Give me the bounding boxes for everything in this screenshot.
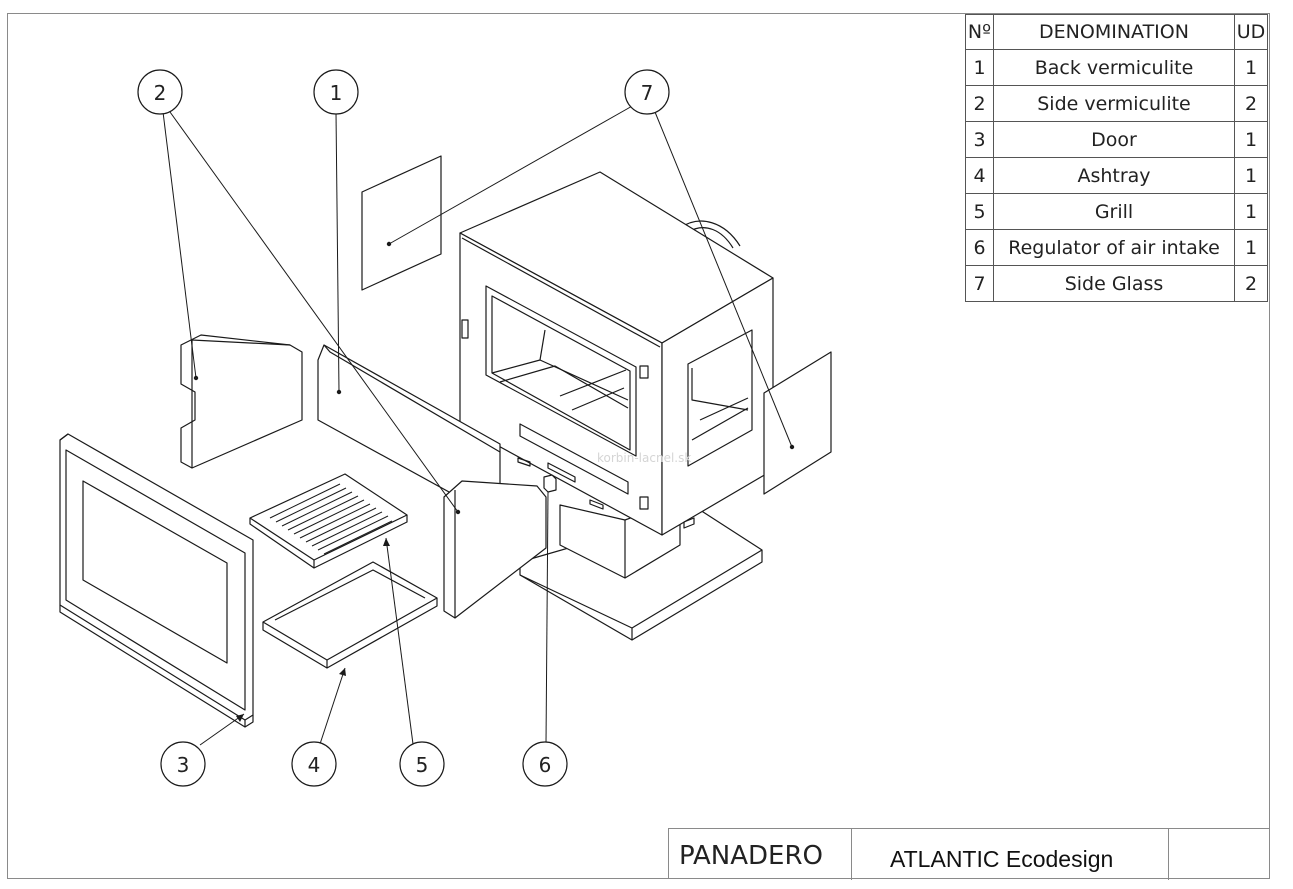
hinge-bolt — [639, 365, 649, 379]
row-quantity: 2 — [1234, 85, 1268, 122]
svg-text:4: 4 — [308, 753, 321, 777]
row-denomination: Side vermiculite — [993, 85, 1235, 122]
row-number: 3 — [965, 121, 994, 158]
ash-slot — [519, 423, 629, 495]
svg-text:1: 1 — [330, 81, 343, 105]
row-quantity: 2 — [1234, 265, 1268, 302]
row-number: 5 — [965, 193, 994, 230]
callout-balloon: 7 — [624, 69, 670, 115]
side-vermiculite-left — [180, 334, 303, 469]
svg-text:2: 2 — [154, 81, 167, 105]
table-row: 4 Ashtray 1 — [965, 157, 1268, 194]
row-quantity: 1 — [1234, 157, 1268, 194]
side-glass-right — [763, 351, 832, 495]
parts-table-header: Nº DENOMINATION UD — [965, 14, 1268, 50]
parts-list-table: Nº DENOMINATION UD 1 Back vermiculite 1 … — [965, 14, 1268, 302]
callout-balloon: 1 — [313, 69, 359, 115]
model-name: ATLANTIC Ecodesign — [852, 829, 1169, 880]
svg-text:3: 3 — [177, 753, 190, 777]
drawing-frame — [7, 13, 1270, 879]
table-row: 7 Side Glass 2 — [965, 265, 1268, 302]
svg-text:7: 7 — [641, 81, 654, 105]
row-denomination: Door — [993, 121, 1235, 158]
side-window-opening — [687, 329, 753, 467]
watermark: korbin-lacnel.sk — [597, 451, 691, 465]
table-row: 2 Side vermiculite 2 — [965, 85, 1268, 122]
svg-text:5: 5 — [416, 753, 429, 777]
callout-balloon: 5 — [399, 741, 445, 787]
callout-balloon: 3 — [160, 741, 206, 787]
table-row: 5 Grill 1 — [965, 193, 1268, 230]
front-window-opening — [485, 285, 637, 457]
callout-balloon: 4 — [291, 741, 337, 787]
row-number: 2 — [965, 85, 994, 122]
row-number: 6 — [965, 229, 994, 266]
callout-balloon: 6 — [522, 741, 568, 787]
callout-balloon: 2 — [137, 69, 183, 115]
row-quantity: 1 — [1234, 121, 1268, 158]
table-row: 3 Door 1 — [965, 121, 1268, 158]
header-number: Nº — [965, 14, 994, 50]
door — [59, 433, 254, 728]
table-row: 6 Regulator of air intake 1 — [965, 229, 1268, 266]
row-denomination: Side Glass — [993, 265, 1235, 302]
row-quantity: 1 — [1234, 49, 1268, 86]
row-denomination: Back vermiculite — [993, 49, 1235, 86]
table-row: 1 Back vermiculite 1 — [965, 49, 1268, 86]
row-quantity: 1 — [1234, 229, 1268, 266]
header-denomination: DENOMINATION — [993, 14, 1235, 50]
row-number: 4 — [965, 157, 994, 194]
title-block-blank-cell — [1169, 829, 1271, 880]
row-number: 7 — [965, 265, 994, 302]
row-number: 1 — [965, 49, 994, 86]
door-latch — [461, 319, 469, 339]
ashtray — [262, 561, 438, 669]
brand-name: PANADERO — [669, 829, 852, 880]
side-glass-back — [361, 155, 442, 291]
side-vermiculite-right — [443, 480, 547, 619]
hinge-bolt — [639, 496, 649, 510]
svg-text:6: 6 — [539, 753, 552, 777]
leader-lines — [162, 104, 793, 746]
row-denomination: Ashtray — [993, 157, 1235, 194]
header-quantity: UD — [1234, 14, 1268, 50]
row-quantity: 1 — [1234, 193, 1268, 230]
air-intake-regulator — [543, 474, 557, 493]
leader-arrowheads — [236, 538, 390, 722]
row-denomination: Regulator of air intake — [993, 229, 1235, 266]
grill — [249, 473, 408, 569]
stove-body — [459, 171, 774, 641]
title-block: PANADERO ATLANTIC Ecodesign — [668, 828, 1271, 880]
row-denomination: Grill — [993, 193, 1235, 230]
back-vermiculite — [317, 344, 501, 521]
